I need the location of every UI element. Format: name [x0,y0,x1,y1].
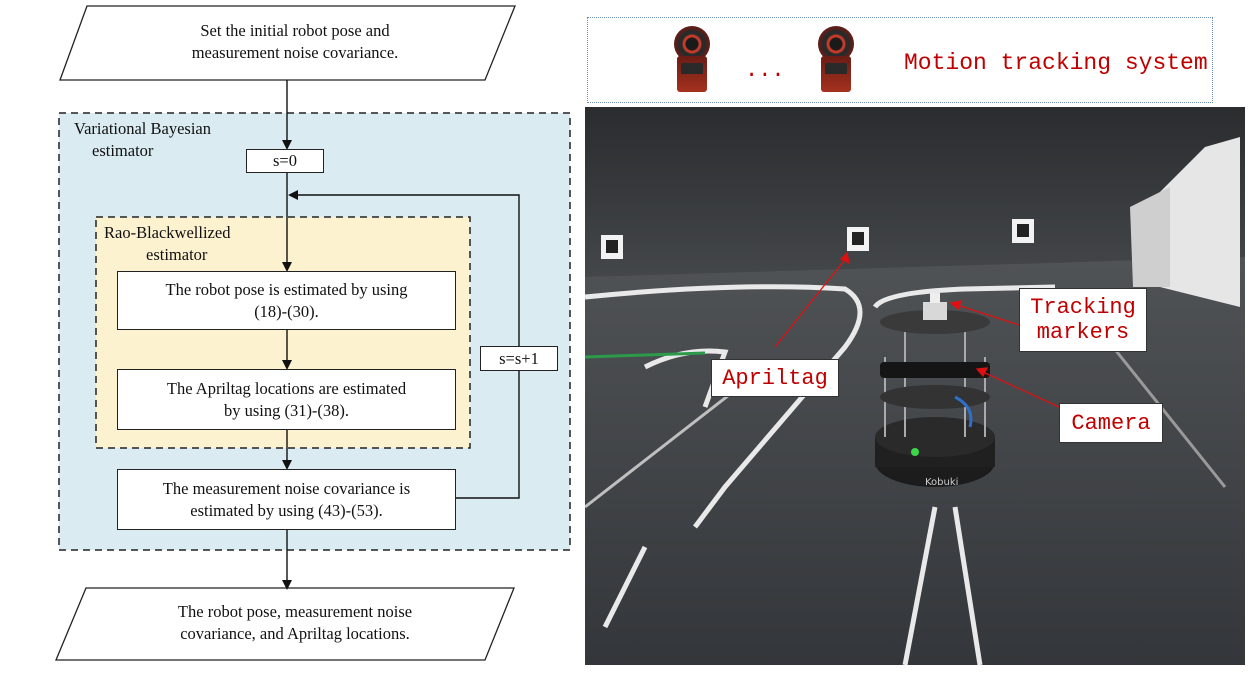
rb-estimator-label: Rao-Blackwellized estimator [104,223,231,264]
camera-callout: Camera [1059,403,1163,443]
increment-box: s=s+1 [480,346,558,371]
end-text: The robot pose, measurement noise covari… [177,602,413,643]
start-text: Set the initial robot pose and measureme… [191,21,399,62]
end-parallelogram [55,587,515,661]
apriltag-pointer [774,256,848,348]
flowchart-connectors [55,5,571,661]
init-box: s=0 [246,149,324,173]
start-parallelogram [59,5,516,81]
vb-estimator-label: Variational Bayesian estimator [74,119,211,160]
mocap-camera-icon [816,26,856,94]
whiteboard-panel [1130,187,1170,287]
turtlebot-robot [875,293,995,487]
motion-tracking-title: Motion tracking system [904,50,1208,76]
lab-scene: Kobuki Apriltag Tracking markers Camera [585,107,1245,665]
noise-estimation-box: The measurement noise covariance is esti… [117,469,456,530]
track-line [872,284,1056,309]
track-line [952,506,983,665]
pose-estimation-box: The robot pose is estimated by using (18… [117,271,456,330]
flowchart: Set the initial robot pose and measureme… [0,0,580,675]
lab-scene-drawing: Kobuki [585,107,1245,665]
apriltag-estimation-box: The Apriltag locations are estimated by … [117,369,456,430]
whiteboard-panel [1155,137,1240,307]
track-line [602,545,648,629]
tracking-markers-callout: Tracking markers [1019,288,1147,352]
motion-tracking-banner: ... Motion tracking system [587,17,1213,103]
apriltag-callout: Apriltag [711,359,839,397]
mocap-camera-icon [672,26,712,94]
ellipsis: ... [745,58,785,83]
markers-pointer [956,304,1020,326]
track-line [585,284,863,529]
camera-pointer [982,371,1060,408]
robot-brand-label: Kobuki [925,477,958,488]
experiment-photo: ... Motion tracking system [585,15,1245,665]
track-line [902,506,938,665]
